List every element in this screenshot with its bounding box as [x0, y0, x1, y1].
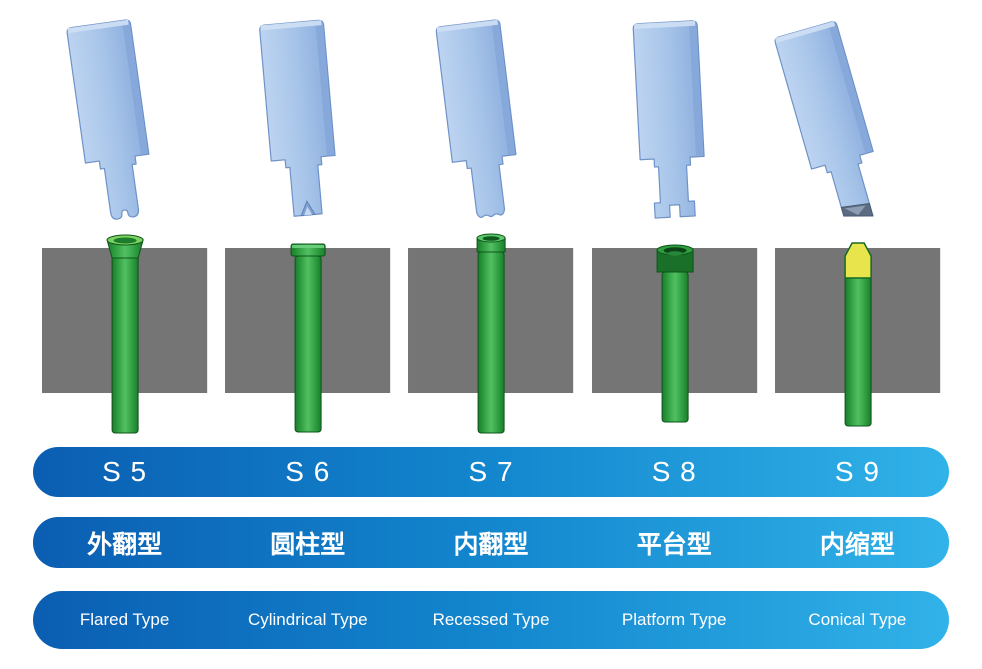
die-and-workpiece-flared: [42, 234, 208, 434]
chinese-label-bar: 外翻型 圆柱型 内翻型 平台型 内缩型: [33, 517, 949, 568]
en-label-s8: Platform Type: [621, 610, 727, 629]
code-label-s9: S 9: [834, 456, 880, 487]
column-s7: [399, 0, 582, 445]
cn-label-s9: 内缩型: [819, 530, 895, 559]
die-and-workpiece-conical: [774, 242, 940, 427]
column-graphic-s9: [774, 21, 940, 427]
column-s9: [766, 0, 949, 445]
die-and-workpiece-cylindrical: [225, 243, 391, 433]
code-label-s7: S 7: [468, 456, 514, 487]
cn-label-s8: 平台型: [636, 530, 712, 559]
column-s6: [216, 0, 399, 445]
graphics-row: [33, 0, 949, 445]
die-and-workpiece-platform: [591, 244, 757, 423]
en-label-s9: Conical Type: [808, 610, 907, 629]
cn-label-s6: 圆柱型: [270, 530, 346, 559]
code-label-s5: S 5: [102, 456, 148, 487]
english-label-bar: Flared Type Cylindrical Type Recessed Ty…: [33, 591, 949, 649]
en-label-s7: Recessed Type: [432, 610, 550, 629]
en-label-s6: Cylindrical Type: [247, 610, 368, 629]
column-graphic-s6: [225, 19, 391, 433]
en-label-s5: Flared Type: [79, 610, 170, 629]
cn-label-s5: 外翻型: [87, 530, 163, 559]
punch-tool-platform-icon: [632, 20, 705, 219]
column-s5: [33, 0, 216, 445]
punch-tool-flared-icon: [66, 19, 150, 220]
column-graphic-s8: [591, 20, 757, 423]
column-s8: [583, 0, 766, 445]
code-label-s6: S 6: [285, 456, 331, 487]
column-graphic-s7: [408, 19, 574, 434]
punch-tool-recessed-icon: [436, 19, 517, 218]
column-graphic-s5: [42, 19, 208, 434]
code-label-s8: S 8: [651, 456, 697, 487]
punch-tool-conical-icon: [774, 21, 874, 217]
cn-label-s7: 内翻型: [453, 530, 529, 559]
code-bar: S 5 S 6 S 7 S 8 S 9: [33, 447, 949, 497]
punch-tool-cylindrical-icon: [259, 19, 336, 217]
die-and-workpiece-recessed: [408, 233, 574, 434]
